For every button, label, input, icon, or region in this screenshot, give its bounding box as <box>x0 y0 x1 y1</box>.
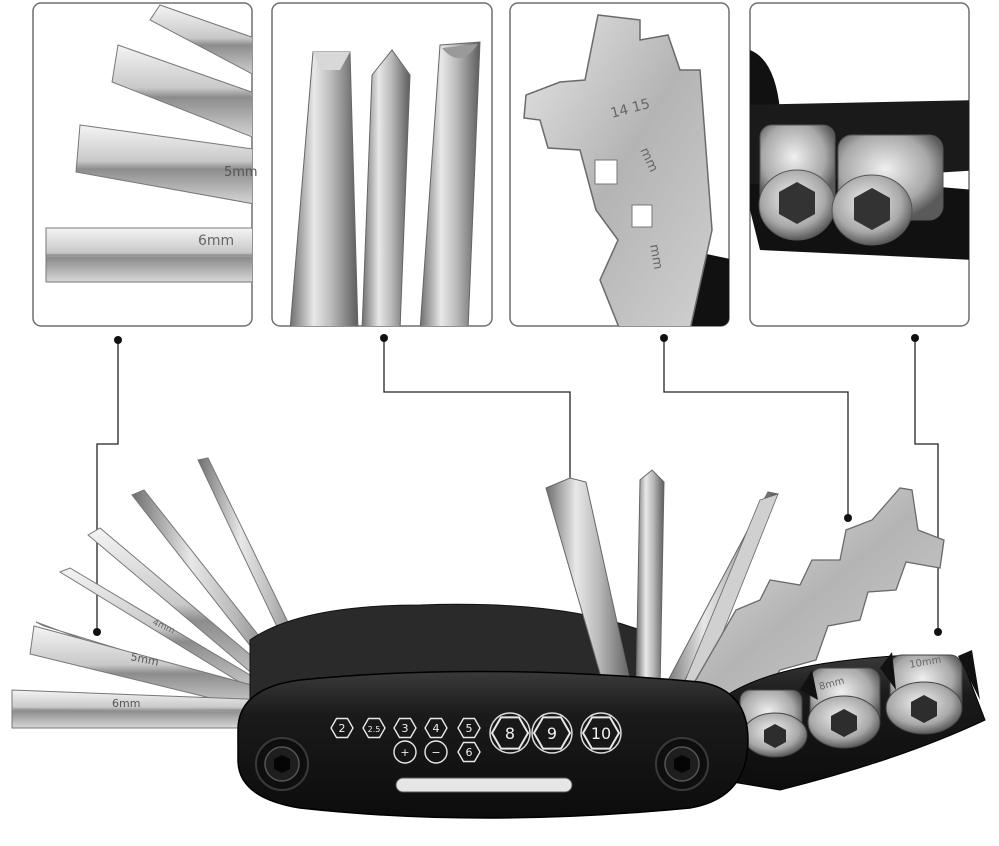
size-icon-label: 3 <box>402 722 409 735</box>
hex-key-5mm-marking: 5mm <box>224 165 258 180</box>
size-icon-label: + <box>400 746 409 759</box>
socket-set: 8mm 10mm <box>739 650 980 758</box>
size-icon-9: − <box>424 740 448 764</box>
detail-panel-hex-keys: 5mm 6mm <box>32 2 258 327</box>
size-icon-6: 9 <box>531 712 573 754</box>
size-icon-4: 5 <box>457 717 481 739</box>
detail-panel-sockets <box>749 2 970 327</box>
wrench-mm-marking-2: mm <box>646 243 665 271</box>
size-icon-label: 9 <box>547 724 557 743</box>
size-icon-label: 5 <box>466 722 473 735</box>
detail-panel-spoke-wrench: 14 15 mm mm <box>509 2 730 327</box>
size-icon-legend: 2 2.5 3 4 5 8 9 10 + − 6 <box>330 712 622 764</box>
fanned-spoke-wrench <box>688 487 945 701</box>
size-icon-label: 6 <box>466 746 473 759</box>
size-icon-0: 2 <box>330 717 354 739</box>
size-icon-label: 10 <box>591 724 611 743</box>
detail-panel-screwdrivers <box>271 2 493 327</box>
size-icon-10: 6 <box>457 741 481 763</box>
size-icon-label: 2.5 <box>368 725 381 734</box>
size-icon-8: + <box>393 740 417 764</box>
body-slot <box>395 777 573 793</box>
body-rivet-left <box>255 737 309 791</box>
size-icon-7: 10 <box>580 712 622 754</box>
callout-spoke-wrench <box>663 338 849 518</box>
size-icon-2: 3 <box>393 717 417 739</box>
hex-key-6mm-marking: 6mm <box>198 233 234 249</box>
size-icon-1: 2.5 <box>362 717 386 739</box>
callout-screwdrivers <box>383 338 571 518</box>
blade-6mm-marking: 6mm <box>112 697 140 710</box>
size-icon-3: 4 <box>424 717 448 739</box>
size-icon-label: 8 <box>505 724 515 743</box>
size-icon-label: − <box>431 746 440 759</box>
size-icon-label: 2 <box>339 722 346 735</box>
body-rivet-right <box>655 737 709 791</box>
blade-5mm-marking: 5mm <box>129 650 160 669</box>
fanned-screwdrivers <box>545 469 779 695</box>
size-icon-label: 4 <box>433 722 440 735</box>
multi-tool: 5mm 6mm 4mm 8mm 10m <box>11 457 986 819</box>
callout-sockets <box>914 338 939 632</box>
size-icon-5: 8 <box>489 712 531 754</box>
